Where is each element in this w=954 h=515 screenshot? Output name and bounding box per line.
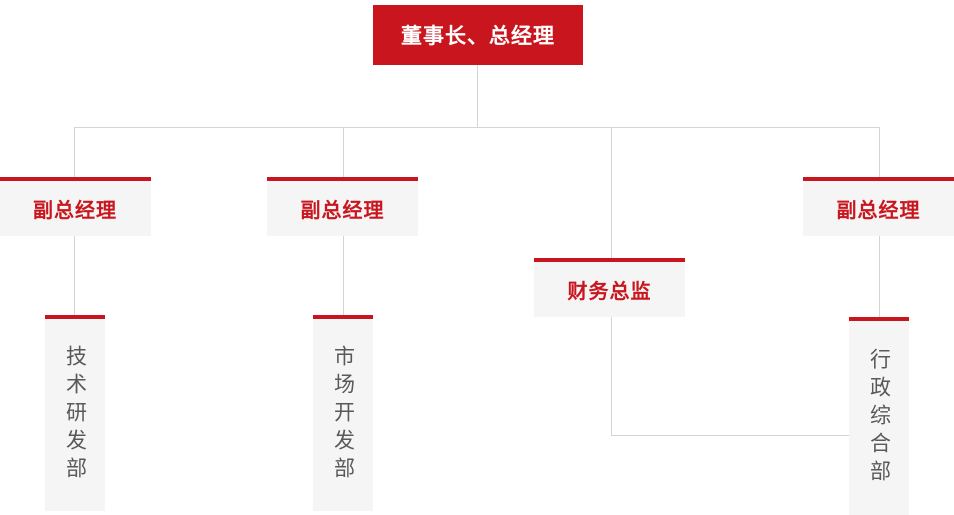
node-label: 技术研发部 xyxy=(63,345,88,485)
node-label: 行政综合部 xyxy=(867,348,892,488)
org-node-admin-general-dept: 行政综合部 xyxy=(849,317,909,515)
org-node-deputy-gm-middle: 副总经理 xyxy=(267,177,418,236)
node-label: 财务总监 xyxy=(567,279,652,303)
node-label: 副总经理 xyxy=(300,198,385,222)
org-node-deputy-gm-left: 副总经理 xyxy=(0,177,151,236)
connector-main-horizontal xyxy=(74,127,880,128)
connector-dept-tech xyxy=(74,236,75,315)
org-node-deputy-gm-right: 副总经理 xyxy=(803,177,954,236)
org-node-chairman-general-manager: 董事长、总经理 xyxy=(373,5,583,65)
node-label: 市场开发部 xyxy=(331,345,356,485)
connector-branch-vp-right xyxy=(879,127,880,178)
node-label: 董事长、总经理 xyxy=(401,24,555,48)
org-node-tech-rd-dept: 技术研发部 xyxy=(45,315,105,511)
connector-dept-admin xyxy=(879,236,880,317)
connector-dept-market xyxy=(343,236,344,315)
connector-cfo-to-admin-horizontal xyxy=(611,435,849,436)
org-node-finance-director: 财务总监 xyxy=(534,258,685,317)
node-label: 副总经理 xyxy=(33,198,117,222)
connector-cfo-down-vertical xyxy=(611,317,612,435)
connector-branch-cfo xyxy=(611,127,612,258)
connector-root-vertical xyxy=(477,65,478,127)
node-label: 副总经理 xyxy=(836,198,921,222)
org-node-market-dev-dept: 市场开发部 xyxy=(313,315,373,511)
connector-branch-vp-left xyxy=(74,127,75,178)
connector-branch-vp-mid xyxy=(343,127,344,178)
